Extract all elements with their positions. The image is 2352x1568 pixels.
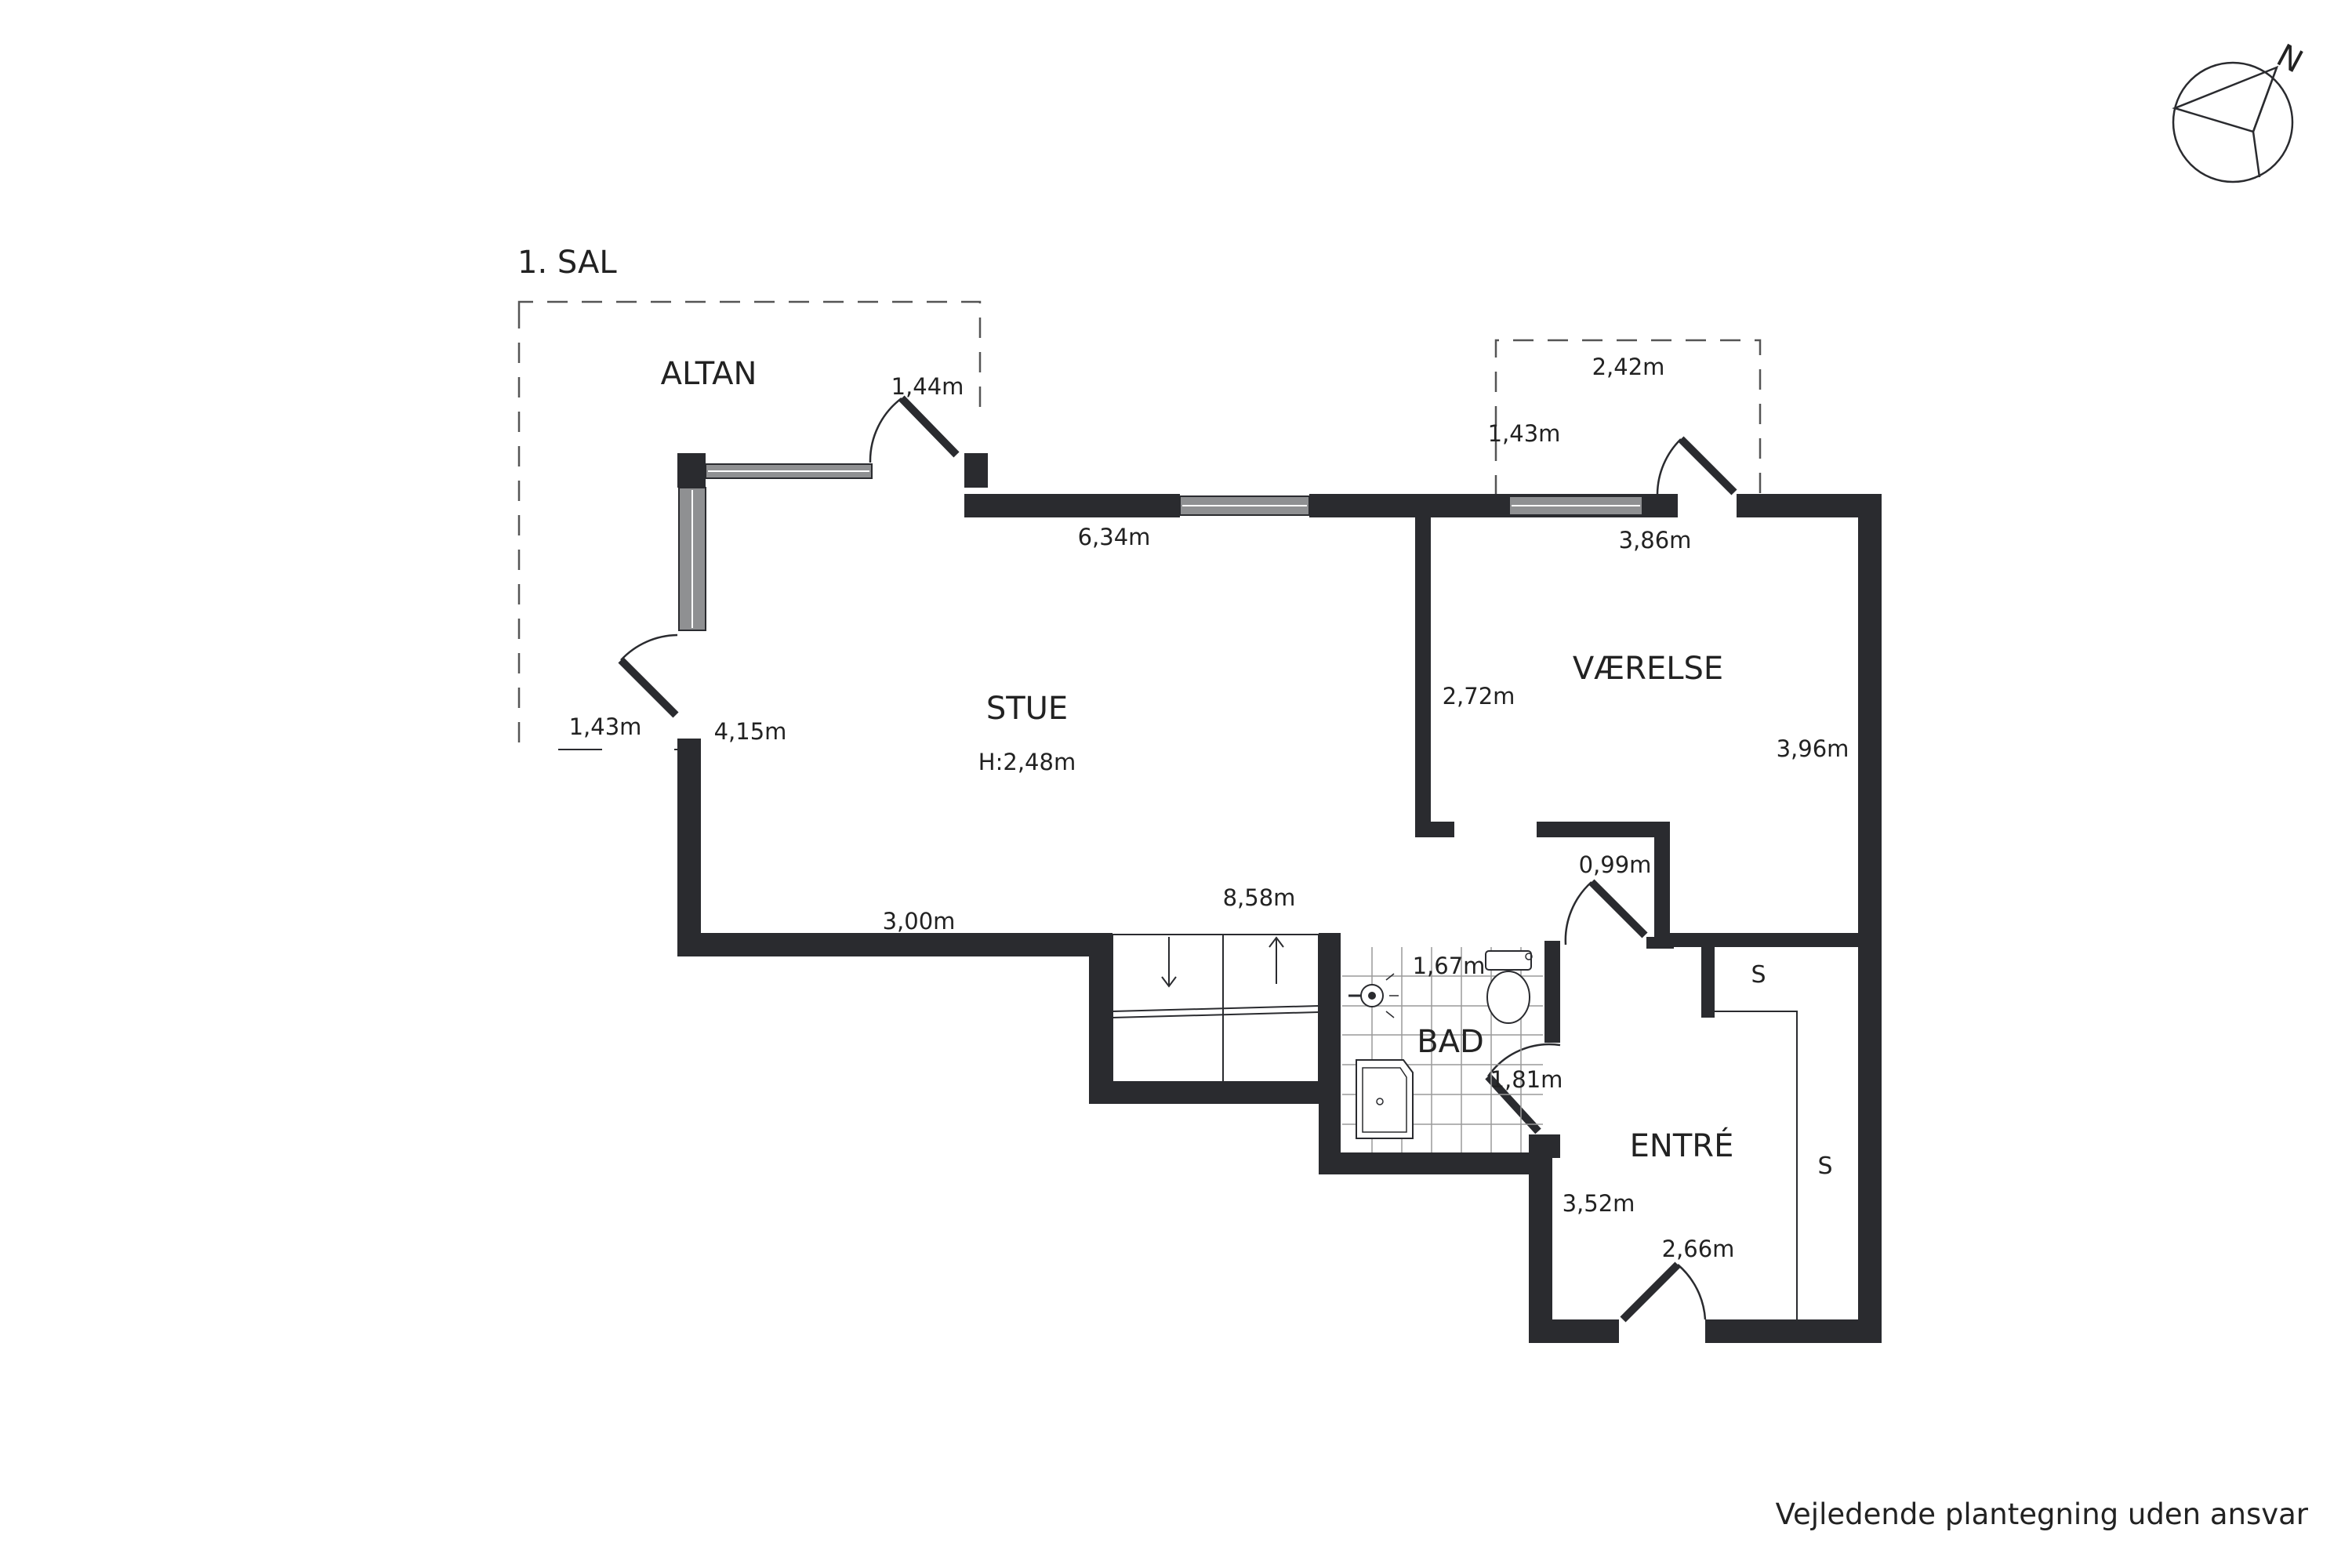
- bathroom-fixtures: [1342, 947, 1543, 1152]
- dimension-label: 2,42m: [1592, 354, 1665, 380]
- dimension-label: 3,52m: [1563, 1190, 1635, 1217]
- dimension-label: 3,00m: [883, 908, 956, 935]
- dimension-label: 3,96m: [1777, 735, 1849, 762]
- dimension-label: 1,43m: [1488, 420, 1561, 447]
- dimension-lines: [558, 495, 1497, 750]
- dimension-label: 8,58m: [1223, 884, 1296, 911]
- dimension-label: 0,99m: [1579, 851, 1652, 878]
- room-label-entre: ENTRÉ: [1630, 1127, 1734, 1164]
- dimension-label: 1,81m: [1490, 1066, 1563, 1093]
- storage-label: S: [1751, 961, 1766, 989]
- room-label-vaerelse: VÆRELSE: [1573, 651, 1723, 687]
- walls: [677, 453, 1882, 1343]
- staircase: [1112, 934, 1319, 1083]
- vaerelse-outline: [1494, 339, 1762, 495]
- dimension-label: 3,86m: [1619, 527, 1692, 554]
- dimension-label: 2,66m: [1662, 1236, 1735, 1262]
- toilet-tank-icon: [1485, 950, 1532, 971]
- room-label-stue: STUE: [986, 691, 1068, 727]
- doors: [618, 395, 1737, 1323]
- dimension-label: 1,67m: [1413, 953, 1486, 979]
- compass-north-label: N: [2270, 38, 2308, 81]
- altan-outline: [517, 300, 982, 743]
- dimension-label: 1,44m: [891, 373, 964, 400]
- dimension-label: 1,43m: [569, 713, 642, 740]
- windows: [678, 463, 1798, 1319]
- sink-icon: [1356, 1059, 1414, 1139]
- floor-title: 1. SAL: [517, 245, 617, 281]
- dimension-label: 4,15m: [714, 718, 787, 745]
- storage-label: S: [1817, 1152, 1832, 1180]
- disclaimer-text: Vejledende plantegning uden ansvar: [1776, 1497, 2309, 1531]
- stue-height: H:2,48m: [978, 749, 1076, 775]
- room-label-altan: ALTAN: [661, 356, 757, 392]
- dimension-label: 2,72m: [1443, 683, 1515, 710]
- dimension-label: 6,34m: [1078, 524, 1151, 550]
- room-label-bad: BAD: [1417, 1024, 1484, 1060]
- compass-icon: N: [2172, 38, 2308, 183]
- toilet-icon: [1486, 971, 1530, 1024]
